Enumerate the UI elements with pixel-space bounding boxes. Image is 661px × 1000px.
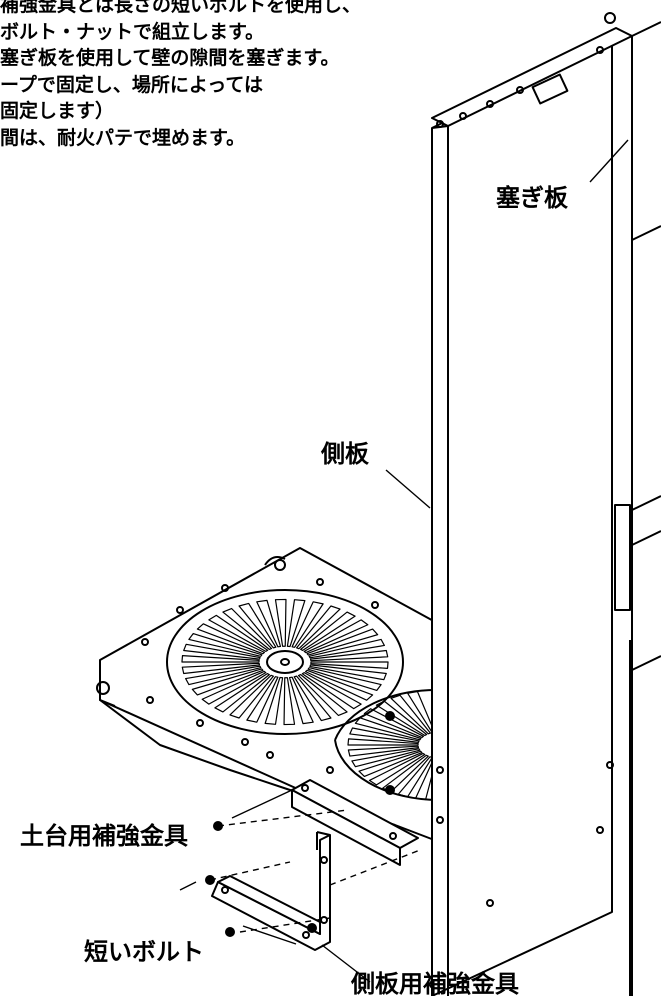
- fan-grille-1: [166, 589, 404, 735]
- note-line: 補強金具とは長さの短いボルトを使用し、: [0, 0, 362, 16]
- base-bracket: [291, 779, 419, 866]
- label-side-bracket: 側板用補強金具: [351, 970, 519, 998]
- note-line: ボルト・ナットで組立します。: [0, 20, 265, 43]
- note-line: 塞ぎ板を使用して壁の隙間を塞ぎます。: [0, 47, 340, 69]
- bolts: [205, 711, 395, 937]
- label-short-bolt: 短いボルト: [84, 938, 204, 966]
- label-base-bracket: 土台用補強金具: [20, 822, 188, 850]
- note-line: 間は、耐火パテで埋めます。: [0, 126, 246, 149]
- note-line: 固定します）: [0, 100, 115, 122]
- side-plate: [431, 12, 633, 997]
- note-line: ープで固定し、場所によっては: [0, 73, 263, 96]
- closing-plate: [614, 21, 661, 996]
- base-corner-hole: [96, 681, 110, 695]
- label-side-plate: 側板: [321, 440, 369, 468]
- instruction-notes: 補強金具とは長さの短いボルトを使用し、 ボルト・ナットで組立します。 塞ぎ板を使…: [0, 0, 361, 151]
- side-bracket: [211, 831, 331, 951]
- fan-grille-2: [334, 688, 441, 802]
- label-closing-plate: 塞ぎ板: [496, 184, 568, 212]
